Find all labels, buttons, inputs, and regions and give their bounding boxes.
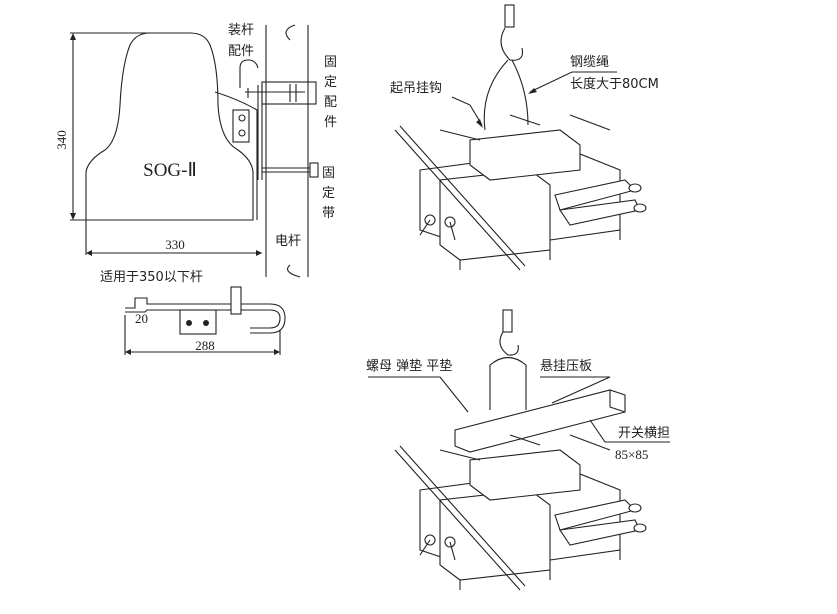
- fixing-strap-char: 固: [322, 166, 335, 181]
- fixing-fitting-char: 固: [324, 55, 337, 70]
- mount-fitting-label-2: 配件: [228, 44, 254, 59]
- fixing-strap-char: 带: [322, 206, 335, 221]
- hook-label: 起吊挂钩: [390, 81, 442, 96]
- lifting-diagram: 钢缆绳 长度大于80CM 起吊挂钩: [390, 4, 659, 271]
- pole-label: 电杆: [275, 234, 301, 249]
- sog-bracket-drawing: 340 330 SOG-Ⅱ 装杆 配件 固 定 配 件 固 定 带 电杆 适用于…: [54, 23, 337, 285]
- applicability-note: 适用于350以下杆: [100, 270, 203, 285]
- cable-label: 钢缆绳: [570, 54, 609, 70]
- fixing-fitting-char: 配: [324, 95, 337, 110]
- crossarm-mount-diagram: 螺母 弹垫 平垫 悬挂压板 开关横担 85×85: [366, 309, 670, 591]
- model-label: SOG-Ⅱ: [143, 160, 197, 181]
- bracket-outline: [85, 32, 254, 221]
- bracket-side-view: 20 288: [124, 286, 286, 355]
- cable-length-note: 长度大于80CM: [570, 76, 659, 92]
- pole: [265, 24, 309, 278]
- crossarm-size: 85×85: [615, 447, 648, 462]
- clamp-plate-label: 悬挂压板: [540, 359, 592, 374]
- crossarm-label: 开关横担: [618, 426, 670, 441]
- fixing-fitting-char: 定: [324, 75, 337, 90]
- fixing-fitting-char: 件: [324, 115, 337, 130]
- hardware-label: 螺母 弹垫 平垫: [366, 358, 452, 374]
- height-dim-label: 340: [54, 130, 69, 150]
- small-dim-label: 20: [135, 311, 148, 326]
- fixing-strap-char: 定: [322, 186, 335, 201]
- length-dim-label: 288: [195, 338, 215, 353]
- width-dim-label: 330: [165, 237, 185, 252]
- mount-fitting-label-1: 装杆: [228, 23, 254, 38]
